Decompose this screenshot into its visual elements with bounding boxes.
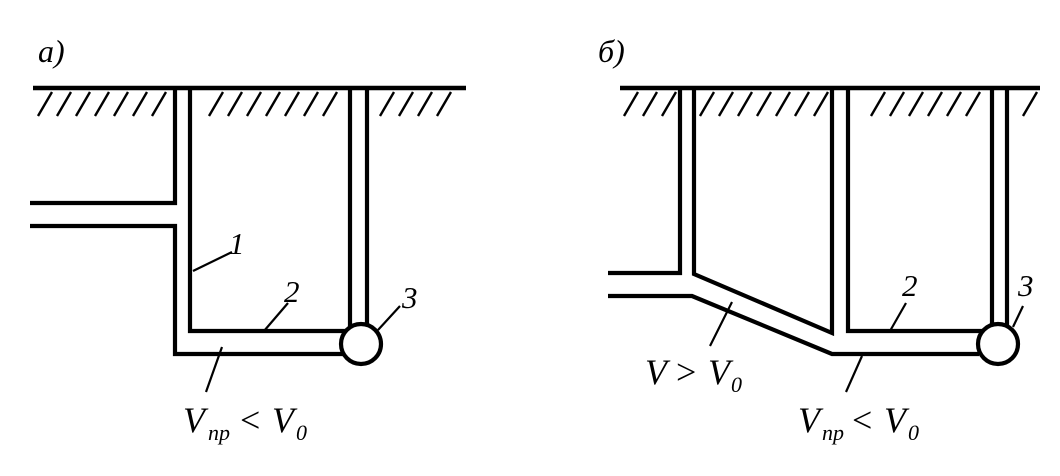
callout-2-a: 2: [284, 274, 300, 309]
hatch-stroke: [302, 91, 320, 117]
hatch-stroke: [736, 91, 754, 117]
riser-1-outer-a: [30, 88, 178, 206]
hatch-stroke: [755, 91, 773, 117]
hatch-stroke: [945, 91, 963, 117]
panel-a: а) 1 2 3 V пр: [30, 33, 466, 445]
relation-a-operator: <: [240, 400, 260, 440]
hatch-stroke: [416, 91, 434, 117]
riser-left-outer-b: [608, 88, 683, 276]
incoming-pipe-bottom-a: [30, 223, 343, 357]
hatch-stroke: [907, 91, 925, 117]
relation-b-lower-symbol: V: [798, 400, 824, 440]
ground-hatch-a: [36, 91, 453, 117]
callout-2-b: 2: [902, 268, 918, 303]
leaders-a: [192, 251, 401, 393]
leader-vpr-b: [844, 355, 864, 393]
relation-b-lower-operator: <: [852, 400, 872, 440]
relation-a-subscript: пр: [208, 420, 230, 445]
callout-1-a: 1: [229, 226, 245, 261]
relation-b-lower-rhs-symbol: V: [884, 400, 910, 440]
leader-1-a: [192, 251, 233, 272]
hatch-stroke: [622, 91, 640, 117]
hatch-stroke: [793, 91, 811, 117]
hatch-stroke: [926, 91, 944, 117]
hatch-stroke: [150, 91, 168, 117]
hatch-stroke: [226, 91, 244, 117]
riser-middle-outer-b: [845, 88, 985, 334]
hatch-stroke: [55, 91, 73, 117]
callout-3-b: 3: [1017, 268, 1034, 303]
leaders-b: [709, 301, 1024, 393]
leader-2-a: [263, 302, 289, 332]
manhole-3-b: [975, 321, 1021, 367]
hatch-stroke: [774, 91, 792, 117]
hatch-stroke: [112, 91, 130, 117]
ground-hatch-b: [622, 91, 1039, 117]
sloped-pipe-outer-b: [608, 293, 979, 357]
relation-b-upper-operator: >: [676, 352, 696, 392]
relation-a-symbol: V: [183, 400, 209, 440]
panel-b-label: б): [598, 33, 625, 69]
hatch-stroke: [264, 91, 282, 117]
hatch-stroke: [378, 91, 396, 117]
relation-b-upper-rhs-subscript: 0: [731, 372, 742, 397]
riser-left-inner-b: [691, 88, 835, 337]
relation-a: V пр < V 0: [183, 400, 307, 445]
panel-b: б) 2 3: [598, 33, 1040, 445]
relation-a-rhs-subscript: 0: [296, 420, 307, 445]
hatch-stroke: [435, 91, 453, 117]
hatch-stroke: [888, 91, 906, 117]
hatch-stroke: [207, 91, 225, 117]
leader-3-b: [1012, 305, 1024, 328]
hatch-stroke: [283, 91, 301, 117]
panel-a-label: а): [38, 33, 65, 69]
relation-b-upper-symbol: V: [645, 352, 671, 392]
hatch-stroke: [36, 91, 54, 117]
hatch-stroke: [717, 91, 735, 117]
riser-1-inner-a: [187, 88, 353, 334]
leader-vgt-b: [709, 301, 733, 347]
leader-2-b: [889, 302, 907, 332]
relation-b-lower-rhs-subscript: 0: [908, 420, 919, 445]
hatch-stroke: [245, 91, 263, 117]
hatch-stroke: [660, 91, 678, 117]
hatch-stroke: [74, 91, 92, 117]
hatch-stroke: [812, 91, 830, 117]
relation-b-lower-subscript: пр: [822, 420, 844, 445]
relation-b-upper-rhs-symbol: V: [708, 352, 734, 392]
relation-b-upper: V > V 0: [645, 352, 742, 397]
relation-a-rhs-symbol: V: [272, 400, 298, 440]
hatch-stroke: [698, 91, 716, 117]
hatch-stroke: [641, 91, 659, 117]
pipe-network-a: [30, 88, 370, 357]
hatch-stroke: [964, 91, 982, 117]
relation-b-lower: V пр < V 0: [798, 400, 919, 445]
hatch-stroke: [397, 91, 415, 117]
manhole-3-a: [338, 321, 384, 367]
hatch-stroke: [93, 91, 111, 117]
hatch-stroke: [321, 91, 339, 117]
callout-3-a: 3: [401, 280, 418, 315]
leader-3-a: [377, 305, 401, 331]
hatch-stroke: [1021, 91, 1039, 117]
pipe-network-b: [608, 88, 1010, 357]
leader-vpr-a: [204, 346, 224, 393]
hatch-stroke: [869, 91, 887, 117]
hatch-stroke: [131, 91, 149, 117]
